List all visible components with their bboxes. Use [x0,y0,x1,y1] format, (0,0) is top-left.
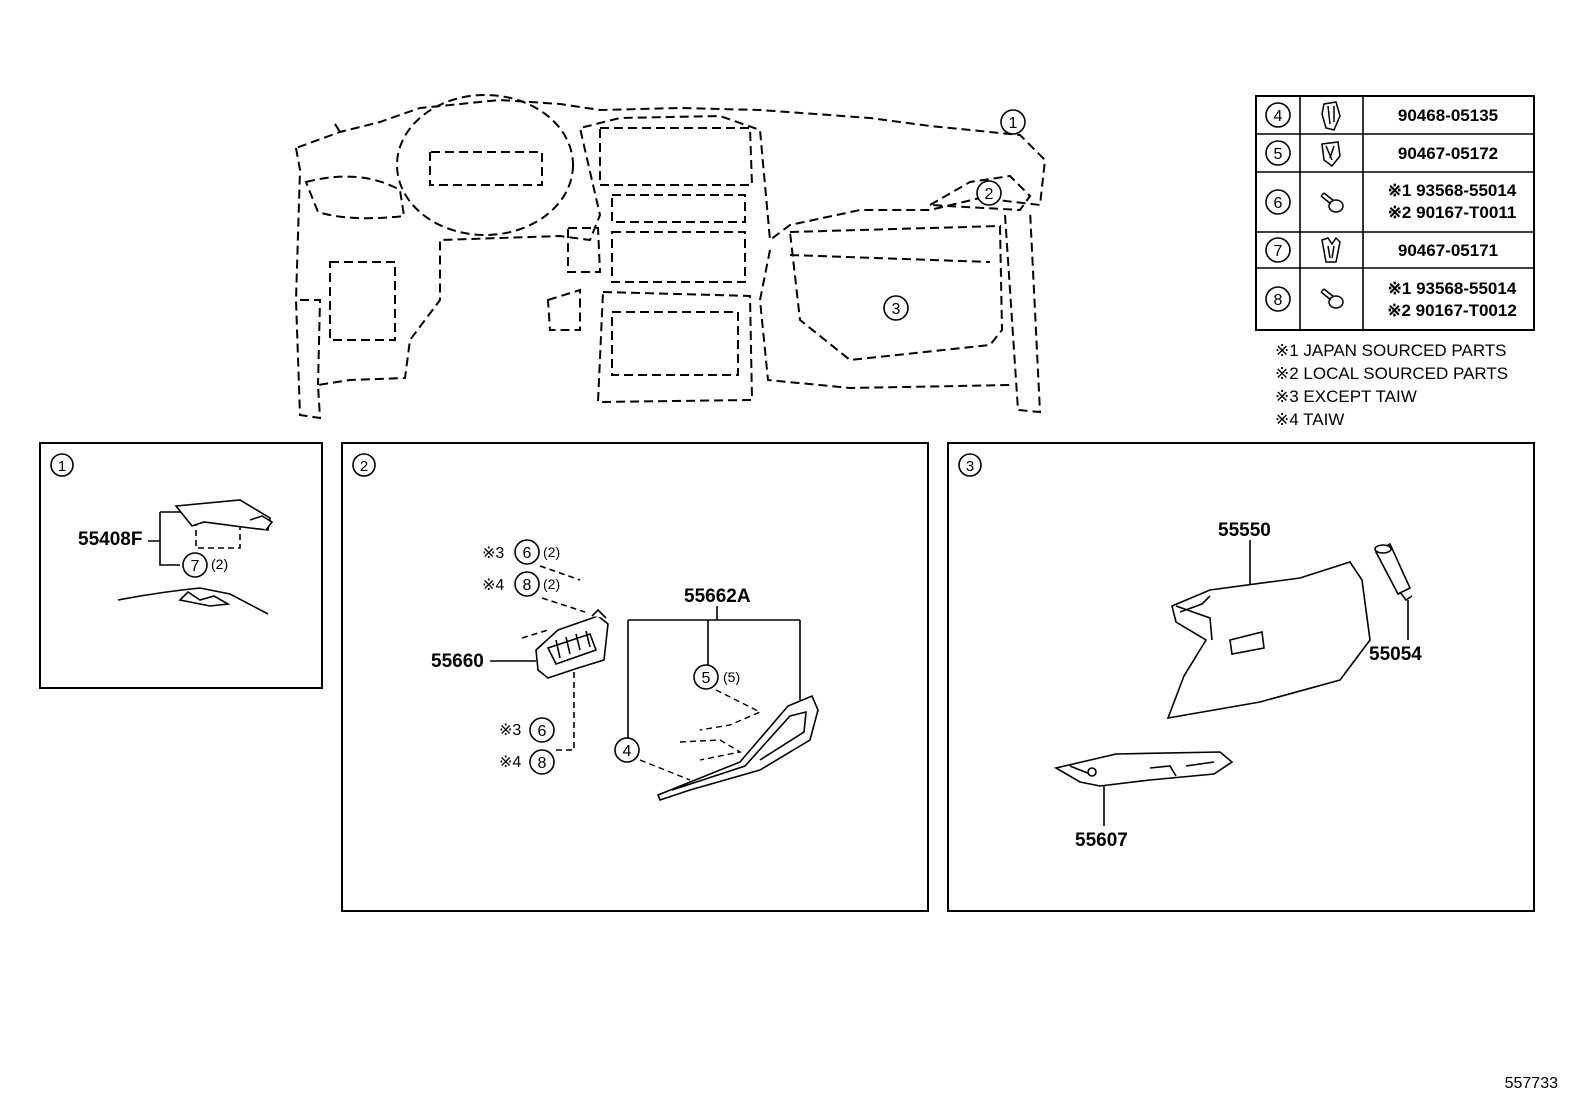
note-1: ※1 JAPAN SOURCED PARTS [1275,341,1507,360]
detail-panel-1: 1 55408F 7 (2) [39,442,323,689]
svg-text:90468-05135: 90468-05135 [1398,106,1498,125]
callout-4: 4 [614,737,640,763]
svg-text:6: 6 [538,723,547,740]
dashboard-overview [294,94,1047,420]
table-row: 5 90467-05172 [1265,140,1498,168]
table-row: 7 90467-05171 [1265,236,1498,263]
svg-text:8: 8 [523,577,532,594]
damper-part [1374,542,1413,602]
svg-text:5: 5 [1274,146,1283,163]
svg-text:※4: ※4 [499,754,521,771]
clip-icon [1321,236,1341,263]
svg-text:(2): (2) [543,544,560,560]
svg-text:4: 4 [623,743,632,760]
svg-text:7: 7 [1274,243,1283,260]
lid-part [174,499,274,531]
part-label-55054: 55054 [1369,644,1422,665]
svg-text:8: 8 [1274,292,1283,309]
svg-text:8: 8 [538,755,547,772]
svg-text:2: 2 [360,458,368,475]
note-2: ※2 LOCAL SOURCED PARTS [1275,364,1508,383]
detail-panel-2: 2 ※3 6 (2) ※4 8 (2) 55660 [341,442,929,912]
overview-callout-1: 1 [1000,109,1026,135]
table-row: 8 ※1 93568-55014 ※2 90167-T0012 [1265,279,1517,320]
svg-text:6: 6 [1274,195,1283,212]
svg-text:2: 2 [985,186,994,203]
svg-text:(2): (2) [211,556,228,572]
callout-8-upper: ※4 8 (2) [482,571,560,597]
svg-text:※4: ※4 [482,577,504,594]
detail-panel-3: 3 55550 55054 55607 [947,442,1535,912]
bracket-part [535,608,609,679]
callout-8-lower: ※4 8 [499,749,555,775]
svg-text:3: 3 [892,301,901,318]
trim-cover-part [656,694,819,801]
note-3: ※3 EXCEPT TAIW [1275,387,1417,406]
clip-icon [1321,141,1341,168]
svg-text:4: 4 [1274,108,1283,125]
screw-icon [1320,288,1344,309]
figure-id: 557733 [1505,1075,1558,1092]
clip-icon [1321,101,1341,131]
callout-7: 7 (2) [182,552,228,578]
svg-text:3: 3 [966,458,974,475]
fastener-table: 4 90468-05135 5 90467-05172 6 [1255,95,1535,331]
svg-text:※2 90167-T0012: ※2 90167-T0012 [1387,301,1517,320]
part-label-55550: 55550 [1218,520,1271,541]
part-label-55662A: 55662A [684,586,751,607]
svg-text:90467-05172: 90467-05172 [1398,144,1498,163]
notes-legend: ※1 JAPAN SOURCED PARTS ※2 LOCAL SOURCED … [1275,341,1508,429]
svg-text:(5): (5) [723,669,740,685]
part-label-55660: 55660 [431,651,484,672]
callout-6-lower: ※3 6 [499,717,555,743]
svg-text:90467-05171: 90467-05171 [1398,241,1498,260]
svg-text:※3: ※3 [499,722,521,739]
svg-text:※1 93568-55014: ※1 93568-55014 [1388,279,1517,298]
svg-text:6: 6 [523,545,532,562]
svg-text:※2 90167-T0011: ※2 90167-T0011 [1388,203,1517,222]
svg-text:7: 7 [191,558,200,575]
svg-text:1: 1 [1009,115,1018,132]
callout-5: 5 (5) [693,664,740,690]
note-4: ※4 TAIW [1275,410,1344,429]
overview-callout-3: 3 [883,295,909,321]
svg-text:5: 5 [702,670,711,687]
callout-6-upper: ※3 6 (2) [482,539,560,565]
svg-text:※1 93568-55014: ※1 93568-55014 [1388,181,1517,200]
glovebox-part [1166,561,1371,720]
screw-icon [1320,192,1344,213]
svg-text:1: 1 [58,458,66,475]
table-row: 6 ※1 93568-55014 ※2 90167-T0011 [1265,181,1517,222]
lower-tray-part [1053,751,1234,787]
part-label-55408F: 55408F [78,529,142,550]
svg-text:※3: ※3 [482,545,504,562]
overview-callout-2: 2 [976,180,1002,206]
table-row: 4 90468-05135 [1265,101,1498,131]
part-label-55607: 55607 [1075,830,1128,851]
svg-text:(2): (2) [543,576,560,592]
